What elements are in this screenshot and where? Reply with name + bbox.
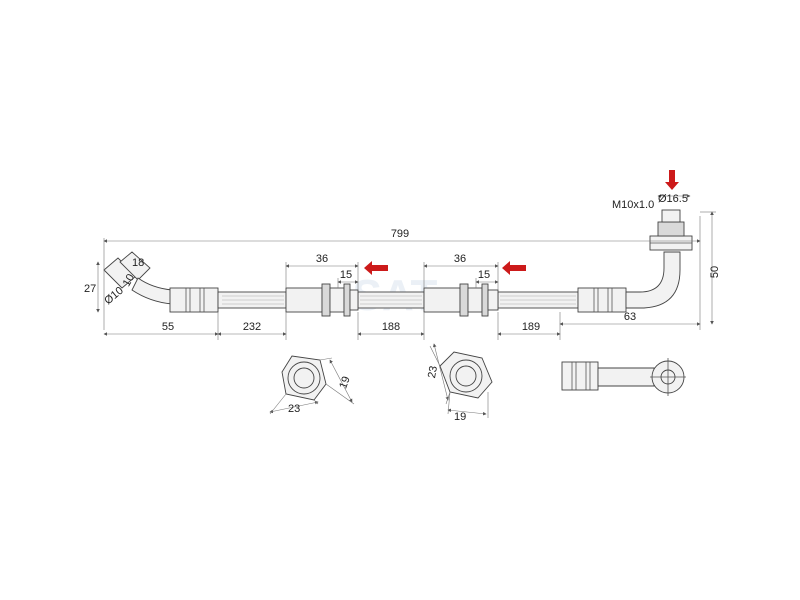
right-fitting [577, 209, 693, 313]
bracket-2 [423, 283, 499, 317]
dim-right-dia: Ø16.5 [658, 193, 688, 205]
dim-bracket2-step: 15 [478, 269, 490, 281]
dim-left-hex: 18 [132, 257, 144, 269]
dim-total-length: 799 [391, 228, 409, 240]
dim-left-fitting-height: 27 [84, 283, 96, 295]
dim-left-fitting-length: 55 [162, 321, 174, 333]
dim-seg1: 232 [243, 321, 261, 333]
section2-dim-b: 19 [454, 411, 466, 423]
section1-dim-b: 19 [337, 375, 352, 391]
dim-right-fitting-length: 63 [624, 311, 636, 323]
dim-left-bore: 10 [121, 272, 138, 289]
dim-thread: M10x1.0 [612, 199, 654, 211]
arrow-icon-down [665, 170, 679, 190]
section-view-1 [269, 355, 355, 415]
dim-seg3: 189 [522, 321, 540, 333]
dim-bracket1-step: 15 [340, 269, 352, 281]
section-view-2 [429, 343, 493, 418]
arrow-icon-right [502, 261, 526, 275]
right-end-view [561, 358, 686, 396]
hose-ribbing [222, 295, 576, 305]
dim-right-height: 50 [709, 266, 721, 278]
dim-bracket2-width: 36 [454, 253, 466, 265]
section2-dim-a: 23 [426, 365, 440, 379]
arrow-icon-left [364, 261, 388, 275]
section1-dim-a: 23 [288, 403, 300, 415]
dim-seg2: 188 [382, 321, 400, 333]
dim-bracket1-width: 36 [316, 253, 328, 265]
bracket-1 [285, 283, 359, 317]
